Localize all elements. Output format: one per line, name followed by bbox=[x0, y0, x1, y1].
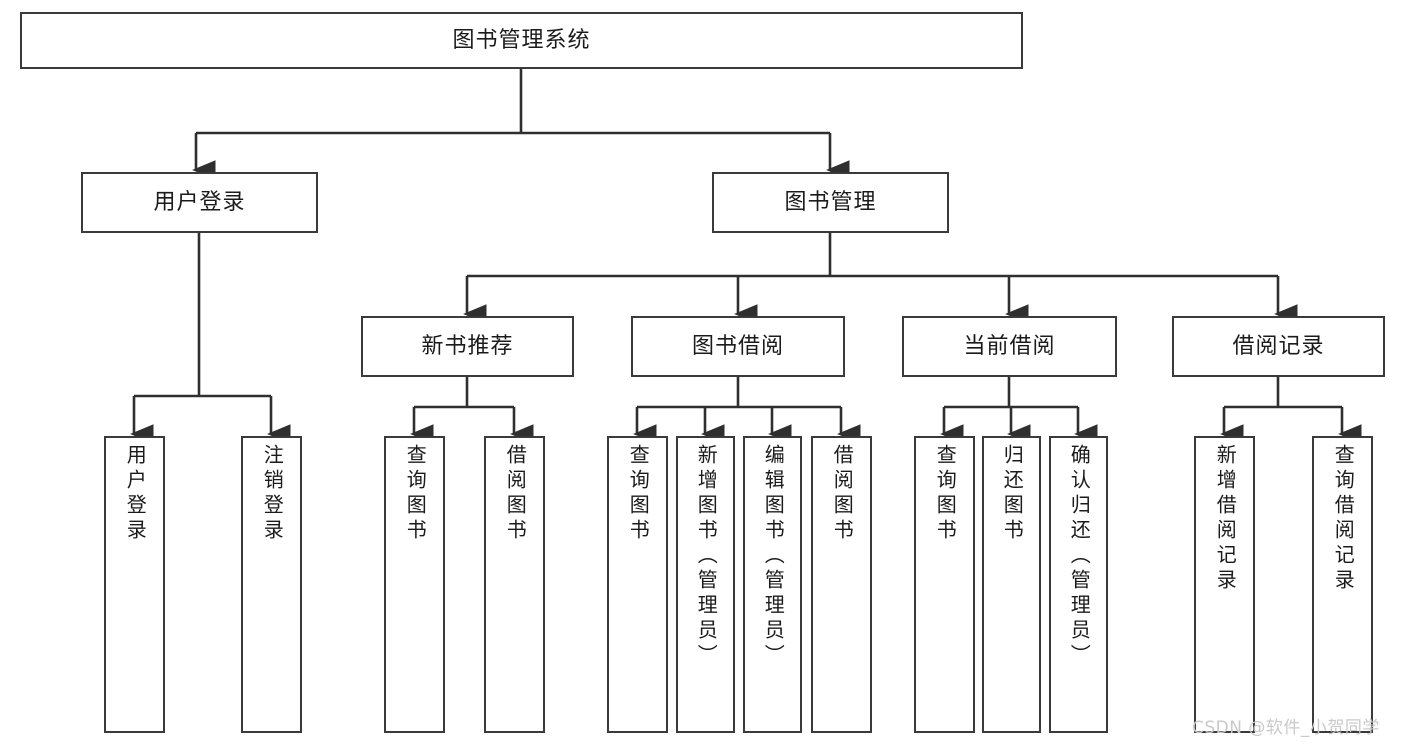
node-user-login[interactable]: 用户登录 bbox=[81, 172, 318, 233]
csdn-watermark: CSDN @软件_小贺同学 bbox=[1192, 713, 1380, 738]
node-label: 查询借阅记录 bbox=[1331, 444, 1356, 594]
node-label: 确认归还（管理员） bbox=[1067, 444, 1092, 669]
node-label: 新书推荐 bbox=[421, 333, 514, 359]
node-new-book-recommendation[interactable]: 新书推荐 bbox=[361, 316, 574, 377]
node-label: 新增借阅记录 bbox=[1213, 444, 1238, 594]
node-label: 用户登录 bbox=[153, 189, 246, 215]
leaf-add-book-admin[interactable]: 新增图书（管理员） bbox=[676, 436, 735, 733]
node-root-book-management-system[interactable]: 图书管理系统 bbox=[20, 12, 1023, 69]
leaf-return-book[interactable]: 归还图书 bbox=[982, 436, 1041, 733]
node-book-borrowing[interactable]: 图书借阅 bbox=[631, 316, 845, 377]
node-label: 注销登录 bbox=[260, 444, 285, 544]
node-label: 查询图书 bbox=[933, 444, 958, 544]
node-label: 查询图书 bbox=[626, 444, 651, 544]
node-label: 查询图书 bbox=[403, 444, 428, 544]
leaf-add-borrow-record[interactable]: 新增借阅记录 bbox=[1194, 436, 1255, 733]
node-label: 图书管理 bbox=[784, 189, 877, 215]
watermark-text: CSDN @软件_小贺同学 bbox=[1192, 718, 1380, 738]
node-label: 新增图书（管理员） bbox=[694, 444, 719, 669]
leaf-query-book-new-books[interactable]: 查询图书 bbox=[384, 436, 445, 733]
node-label: 借阅图书 bbox=[503, 444, 528, 544]
node-label: 图书借阅 bbox=[691, 333, 784, 359]
node-label: 编辑图书（管理员） bbox=[761, 444, 786, 669]
leaf-user-logout[interactable]: 注销登录 bbox=[241, 436, 302, 733]
node-current-borrowing[interactable]: 当前借阅 bbox=[902, 316, 1117, 377]
node-label: 当前借阅 bbox=[963, 333, 1056, 359]
node-label: 借阅记录 bbox=[1232, 333, 1325, 359]
node-label: 图书管理系统 bbox=[452, 27, 591, 53]
node-label: 归还图书 bbox=[1000, 444, 1025, 544]
node-borrow-records[interactable]: 借阅记录 bbox=[1172, 316, 1385, 377]
leaf-query-book-current[interactable]: 查询图书 bbox=[914, 436, 975, 733]
leaf-edit-book-admin[interactable]: 编辑图书（管理员） bbox=[743, 436, 802, 733]
leaf-query-book-borrowing[interactable]: 查询图书 bbox=[607, 436, 668, 733]
leaf-borrow-book-borrowing[interactable]: 借阅图书 bbox=[811, 436, 872, 733]
leaf-query-borrow-record[interactable]: 查询借阅记录 bbox=[1312, 436, 1373, 733]
leaf-user-login[interactable]: 用户登录 bbox=[104, 436, 165, 733]
node-label: 用户登录 bbox=[123, 444, 148, 544]
leaf-confirm-return-admin[interactable]: 确认归还（管理员） bbox=[1049, 436, 1108, 733]
node-label: 借阅图书 bbox=[830, 444, 855, 544]
leaf-borrow-book-new-books[interactable]: 借阅图书 bbox=[484, 436, 545, 733]
node-book-management[interactable]: 图书管理 bbox=[712, 172, 949, 233]
